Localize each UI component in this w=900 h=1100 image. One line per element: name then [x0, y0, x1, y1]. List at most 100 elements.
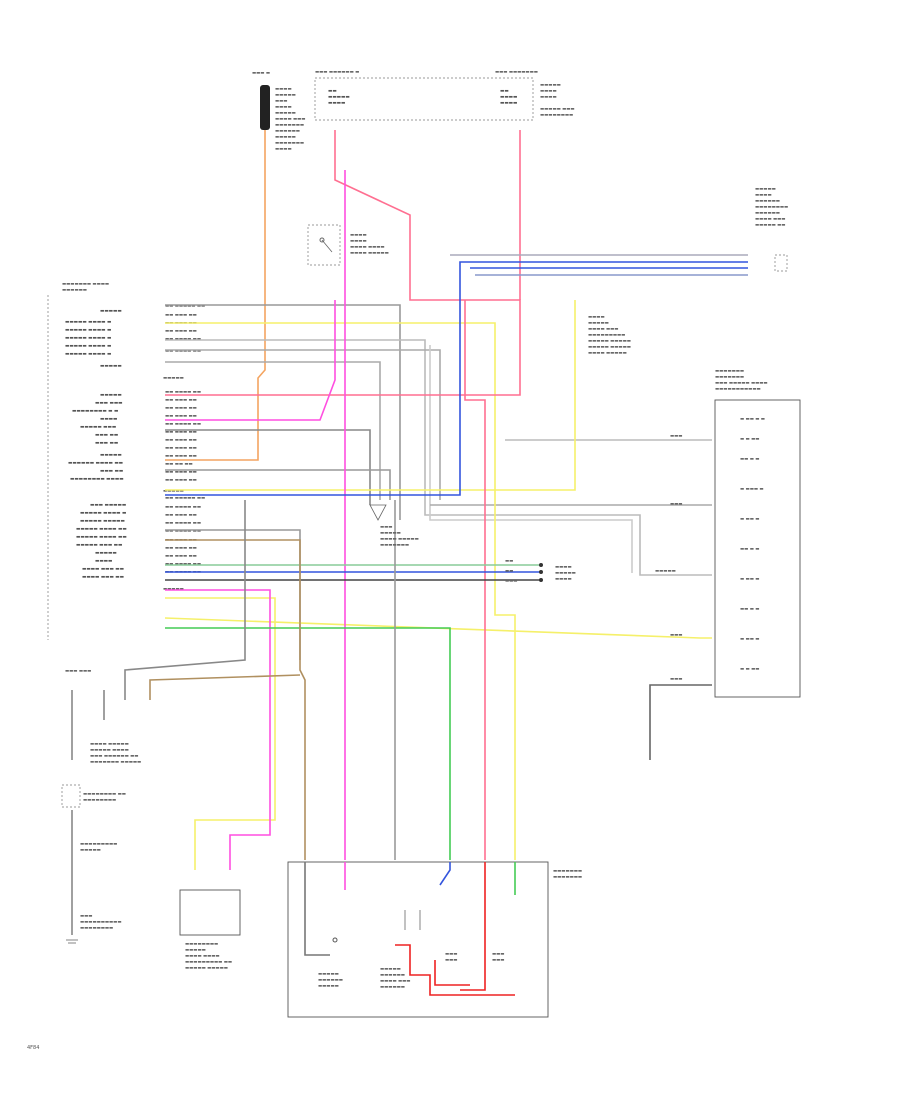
svg-text:▬▬▬ ▬▬▬▬▬ ▬▬▬▬: ▬▬▬ ▬▬▬▬▬ ▬▬▬▬ — [715, 381, 768, 386]
svg-text:▬▬▬▬ ▬▬▬▬▬: ▬▬▬▬ ▬▬▬▬▬ — [380, 537, 419, 542]
svg-text:▬▬▬▬ ▬▬▬ ▬▬: ▬▬▬▬ ▬▬▬ ▬▬ — [82, 575, 124, 580]
middle-labels: ▬▬▬▬ ▬▬▬▬▬ ▬▬▬▬ ▬▬▬ ▬▬▬▬▬▬▬▬▬ ▬▬▬▬▬ ▬▬▬▬… — [369, 315, 631, 584]
svg-text:▬▬▬: ▬▬▬ — [492, 958, 504, 963]
svg-text:▬▬ ▬▬▬ ▬▬: ▬▬ ▬▬▬ ▬▬ — [165, 414, 197, 419]
svg-text:▬▬ ▬▬▬ ▬▬: ▬▬ ▬▬▬ ▬▬ — [165, 329, 197, 334]
svg-text:▬▬▬▬▬ ▬▬▬: ▬▬▬▬▬ ▬▬▬ — [540, 107, 575, 112]
svg-text:▬▬▬▬▬ ▬▬▬▬ ▬: ▬▬▬▬▬ ▬▬▬▬ ▬ — [65, 352, 111, 357]
svg-text:▬▬ ▬▬▬▬ ▬▬: ▬▬ ▬▬▬▬ ▬▬ — [165, 422, 201, 427]
svg-text:▬▬▬ ▬▬▬▬▬▬ ▬▬: ▬▬▬ ▬▬▬▬▬▬ ▬▬ — [90, 754, 138, 759]
svg-text:▬▬▬ ▬▬: ▬▬▬ ▬▬ — [100, 469, 123, 474]
svg-text:▬▬ ▬ ▬: ▬▬ ▬ ▬ — [740, 547, 759, 552]
svg-text:▬▬▬▬▬ ▬▬▬▬ ▬▬: ▬▬▬▬▬ ▬▬▬▬ ▬▬ — [76, 527, 127, 532]
svg-text:▬▬▬ ▬▬: ▬▬▬ ▬▬ — [95, 433, 118, 438]
svg-text:▬▬▬▬▬: ▬▬▬▬▬ — [100, 453, 122, 458]
svg-text:▬▬ ▬▬▬▬ ▬▬: ▬▬ ▬▬▬▬ ▬▬ — [165, 521, 201, 526]
svg-text:▬▬▬: ▬▬▬ — [505, 579, 517, 584]
svg-text:▬▬▬▬▬: ▬▬▬▬▬ — [275, 93, 296, 98]
svg-text:▬▬▬▬▬▬▬: ▬▬▬▬▬▬▬ — [553, 869, 582, 874]
svg-text:▬▬▬▬▬ ▬▬▬▬▬: ▬▬▬▬▬ ▬▬▬▬▬ — [185, 966, 228, 971]
svg-text:▬▬▬▬▬▬: ▬▬▬▬▬▬ — [62, 288, 87, 293]
svg-text:▬▬▬▬▬ ▬▬▬▬▬: ▬▬▬▬▬ ▬▬▬▬▬ — [588, 345, 631, 350]
svg-text:▬▬▬▬ ▬▬▬: ▬▬▬▬ ▬▬▬ — [588, 327, 618, 332]
svg-text:▬▬▬▬▬▬▬▬▬: ▬▬▬▬▬▬▬▬▬ — [588, 333, 625, 338]
svg-text:▬▬▬▬ ▬▬▬▬: ▬▬▬▬ ▬▬▬▬ — [185, 954, 220, 959]
ignition-connector: ▬▬▬ ▬ ▬▬▬▬ ▬▬▬▬▬ ▬▬▬ ▬▬▬▬ ▬▬▬▬▬ ▬▬▬▬ ▬▬▬… — [252, 71, 305, 152]
svg-text:▬▬▬▬▬▬: ▬▬▬▬▬▬ — [755, 211, 780, 216]
svg-text:▬▬ ▬▬▬▬ ▬▬: ▬▬ ▬▬▬▬ ▬▬ — [165, 390, 201, 395]
svg-text:▬▬ ▬▬▬ ▬▬: ▬▬ ▬▬▬ ▬▬ — [165, 546, 197, 551]
svg-text:▬▬▬▬▬ ▬▬▬ ▬▬: ▬▬▬▬▬ ▬▬▬ ▬▬ — [76, 543, 122, 548]
svg-text:▬▬ ▬▬▬ ▬▬: ▬▬ ▬▬▬ ▬▬ — [165, 513, 197, 518]
svg-text:▬▬▬▬ ▬▬▬: ▬▬▬▬ ▬▬▬ — [755, 217, 785, 222]
svg-text:▬▬▬▬▬▬▬: ▬▬▬▬▬▬▬ — [553, 875, 582, 880]
svg-text:▬▬▬▬▬▬▬ ▬▬▬▬: ▬▬▬▬▬▬▬ ▬▬▬▬ — [62, 282, 109, 287]
svg-text:▬▬ ▬▬▬ ▬▬: ▬▬ ▬▬▬ ▬▬ — [165, 554, 197, 559]
svg-text:▬▬▬▬▬: ▬▬▬▬▬ — [540, 83, 561, 88]
svg-text:▬▬▬▬▬▬ ▬▬▬▬ ▬▬: ▬▬▬▬▬▬ ▬▬▬▬ ▬▬ — [68, 461, 123, 466]
svg-text:▬▬▬▬▬▬▬: ▬▬▬▬▬▬▬ — [380, 543, 409, 548]
svg-text:▬▬▬▬▬: ▬▬▬▬▬ — [100, 309, 122, 314]
svg-text:▬▬▬▬▬▬▬▬▬: ▬▬▬▬▬▬▬▬▬ — [80, 842, 117, 847]
svg-text:▬▬ ▬▬▬▬ ▬▬: ▬▬ ▬▬▬▬ ▬▬ — [165, 505, 201, 510]
svg-text:▬▬▬▬ ▬▬▬▬▬: ▬▬▬▬ ▬▬▬▬▬ — [588, 351, 627, 356]
svg-text:▬▬▬: ▬▬▬ — [445, 958, 457, 963]
svg-text:▬▬: ▬▬ — [505, 569, 513, 574]
svg-text:▬▬▬▬ ▬▬▬: ▬▬▬▬ ▬▬▬ — [275, 117, 305, 122]
svg-text:▬▬▬▬▬: ▬▬▬▬▬ — [163, 376, 184, 381]
svg-text:▬▬▬▬▬▬: ▬▬▬▬▬▬ — [318, 978, 343, 983]
svg-text:▬▬▬▬: ▬▬▬▬ — [275, 87, 292, 92]
svg-text:▬▬▬▬ ▬▬▬▬▬: ▬▬▬▬ ▬▬▬▬▬ — [350, 251, 389, 256]
svg-text:▬▬▬▬▬: ▬▬▬▬▬ — [318, 972, 339, 977]
svg-text:▬▬▬: ▬▬▬ — [670, 633, 682, 638]
svg-text:▬ ▬ ▬▬: ▬ ▬ ▬▬ — [740, 437, 759, 442]
brake-switch: ▬▬▬▬ ▬▬▬▬ ▬▬▬▬ ▬▬▬▬ ▬▬▬▬ ▬▬▬▬▬ — [307, 224, 389, 266]
svg-text:▬▬▬▬▬▬▬▬: ▬▬▬▬▬▬▬▬ — [755, 205, 788, 210]
svg-text:▬▬▬▬: ▬▬▬▬ — [500, 101, 517, 106]
automatic-transaxle: ▬▬▬▬▬▬▬ ▬▬▬▬▬▬▬ ▬▬▬▬▬ ▬▬▬▬▬▬ ▬▬▬▬▬ ▬▬▬▬▬… — [287, 861, 582, 1018]
svg-text:▬▬▬▬▬▬▬▬▬▬: ▬▬▬▬▬▬▬▬▬▬ — [80, 920, 121, 925]
svg-text:▬▬ ▬▬▬▬ ▬▬: ▬▬ ▬▬▬▬ ▬▬ — [165, 529, 201, 534]
svg-text:▬▬▬▬▬: ▬▬▬▬▬ — [80, 848, 101, 853]
svg-text:▬▬▬▬: ▬▬▬▬ — [500, 95, 517, 100]
svg-text:▬ ▬▬ ▬ ▬: ▬ ▬▬ ▬ ▬ — [740, 417, 765, 422]
svg-text:▬▬ ▬▬▬▬▬ ▬▬: ▬▬ ▬▬▬▬▬ ▬▬ — [165, 496, 205, 501]
svg-text:▬▬▬▬▬ ▬▬▬▬ ▬: ▬▬▬▬▬ ▬▬▬▬ ▬ — [65, 344, 111, 349]
svg-text:▬▬▬▬▬ ▬▬▬: ▬▬▬▬▬ ▬▬▬ — [80, 425, 116, 430]
svg-text:▬▬ ▬▬▬▬ ▬▬: ▬▬ ▬▬▬▬ ▬▬ — [165, 349, 201, 354]
svg-text:▬▬▬▬: ▬▬▬▬ — [275, 147, 292, 152]
svg-text:▬▬▬ ▬▬: ▬▬▬ ▬▬ — [95, 441, 118, 446]
svg-text:▬▬▬▬: ▬▬▬▬ — [350, 239, 367, 244]
svg-text:▬▬▬ ▬▬▬: ▬▬▬ ▬▬▬ — [65, 669, 91, 674]
svg-text:▬▬ ▬▬▬ ▬▬: ▬▬ ▬▬▬ ▬▬ — [165, 406, 197, 411]
svg-text:▬▬▬▬▬: ▬▬▬▬▬ — [100, 393, 122, 398]
svg-text:▬▬ ▬▬▬ ▬▬: ▬▬ ▬▬▬ ▬▬ — [165, 438, 197, 443]
svg-text:▬▬▬▬▬▬: ▬▬▬▬▬▬ — [755, 199, 780, 204]
svg-text:▬▬▬: ▬▬▬ — [380, 525, 392, 530]
svg-text:▬▬: ▬▬ — [505, 559, 513, 564]
svg-text:▬▬: ▬▬ — [328, 89, 337, 94]
svg-text:▬▬▬▬▬▬▬▬▬ ▬▬: ▬▬▬▬▬▬▬▬▬ ▬▬ — [185, 960, 232, 965]
svg-text:▬▬▬: ▬▬▬ — [670, 434, 682, 439]
svg-text:▬▬▬▬▬▬▬▬: ▬▬▬▬▬▬▬▬ — [83, 798, 116, 803]
svg-text:▬▬▬: ▬▬▬ — [275, 99, 287, 104]
svg-text:▬▬▬▬: ▬▬▬▬ — [350, 233, 367, 238]
svg-text:▬▬▬▬▬: ▬▬▬▬▬ — [275, 135, 296, 140]
svg-text:▬▬▬▬▬ ▬▬▬▬ ▬: ▬▬▬▬▬ ▬▬▬▬ ▬ — [65, 336, 111, 341]
svg-text:▬▬▬▬▬: ▬▬▬▬▬ — [185, 948, 206, 953]
svg-text:▬▬▬▬▬: ▬▬▬▬▬ — [318, 984, 339, 989]
svg-text:▬▬ ▬▬▬▬▬ ▬▬: ▬▬ ▬▬▬▬▬ ▬▬ — [165, 304, 205, 309]
svg-text:▬▬▬▬: ▬▬▬▬ — [95, 559, 112, 564]
svg-text:▬ ▬▬ ▬: ▬ ▬▬ ▬ — [740, 637, 759, 642]
svg-text:▬▬ ▬ ▬: ▬▬ ▬ ▬ — [740, 457, 759, 462]
svg-text:▬▬▬▬▬▬▬▬ ▬ ▬: ▬▬▬▬▬▬▬▬ ▬ ▬ — [72, 409, 118, 414]
svg-text:▬▬▬ ▬: ▬▬▬ ▬ — [252, 71, 270, 76]
svg-text:▬▬▬▬▬▬▬▬: ▬▬▬▬▬▬▬▬ — [540, 113, 573, 118]
svg-text:▬▬▬▬▬: ▬▬▬▬▬ — [380, 967, 401, 972]
svg-text:▬▬▬ ▬▬▬▬▬: ▬▬▬ ▬▬▬▬▬ — [90, 503, 126, 508]
pcm-connector: ▬▬▬▬▬▬▬ ▬▬▬▬ ▬▬▬▬▬▬ ▬▬▬▬▬ ▬▬▬▬▬ ▬▬▬▬ ▬ ▬… — [47, 282, 205, 640]
svg-text:▬▬▬▬▬▬▬▬ ▬▬: ▬▬▬▬▬▬▬▬ ▬▬ — [83, 792, 126, 797]
svg-text:▬▬▬▬: ▬▬▬▬ — [588, 315, 605, 320]
left-devices: ▬▬▬ ▬▬▬ ▬▬▬▬ ▬▬▬▬▬ ▬▬▬▬▬ ▬▬▬▬ ▬▬▬ ▬▬▬▬▬▬… — [61, 669, 241, 971]
